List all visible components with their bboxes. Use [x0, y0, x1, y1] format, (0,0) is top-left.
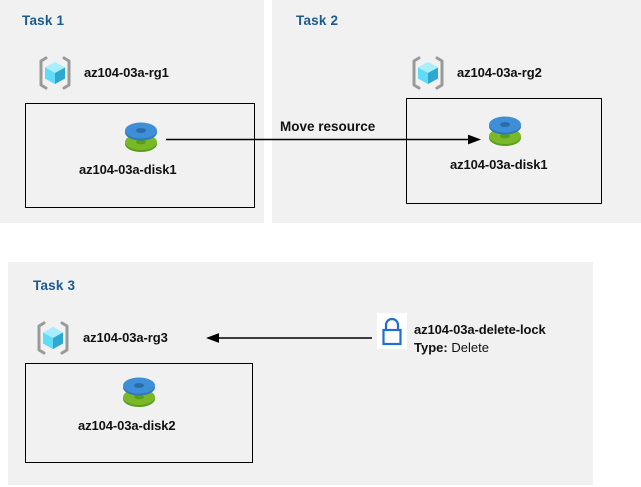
move-resource-label: Move resource — [280, 119, 376, 134]
lock-type-row: Type: Delete — [414, 340, 489, 355]
resource-group-icon — [36, 55, 74, 91]
managed-disk-icon — [486, 112, 524, 150]
task-2-resource-box — [406, 98, 602, 204]
managed-disk-icon — [122, 118, 160, 156]
task-1-panel — [0, 0, 264, 223]
task-1-title: Task 1 — [22, 13, 65, 28]
lock-name-label: az104-03a-delete-lock — [414, 322, 546, 337]
resource-group-icon — [34, 320, 72, 356]
task-1-resource-group-label: az104-03a-rg1 — [84, 65, 169, 80]
lock-type-key: Type: — [414, 340, 448, 355]
task-2-resource-label: az104-03a-disk1 — [450, 157, 548, 172]
task-1-resource-label: az104-03a-disk1 — [79, 162, 177, 177]
lock-type-value: Delete — [451, 340, 489, 355]
task-3-resource-box — [25, 363, 253, 463]
task-2-panel — [272, 0, 641, 223]
task-3-title: Task 3 — [33, 278, 76, 293]
task-1-resource-box — [25, 103, 255, 208]
managed-disk-icon — [120, 373, 158, 411]
lock-arrow — [206, 333, 372, 343]
task-3-resource-group-label: az104-03a-rg3 — [83, 330, 168, 345]
task-2-title: Task 2 — [296, 13, 339, 28]
task-2-resource-group-label: az104-03a-rg2 — [457, 65, 542, 80]
move-resource-arrow — [166, 134, 481, 145]
task-3-resource-label: az104-03a-disk2 — [78, 418, 176, 433]
resource-group-icon — [409, 55, 447, 91]
task-3-panel — [8, 262, 593, 485]
lock-icon — [378, 314, 406, 348]
